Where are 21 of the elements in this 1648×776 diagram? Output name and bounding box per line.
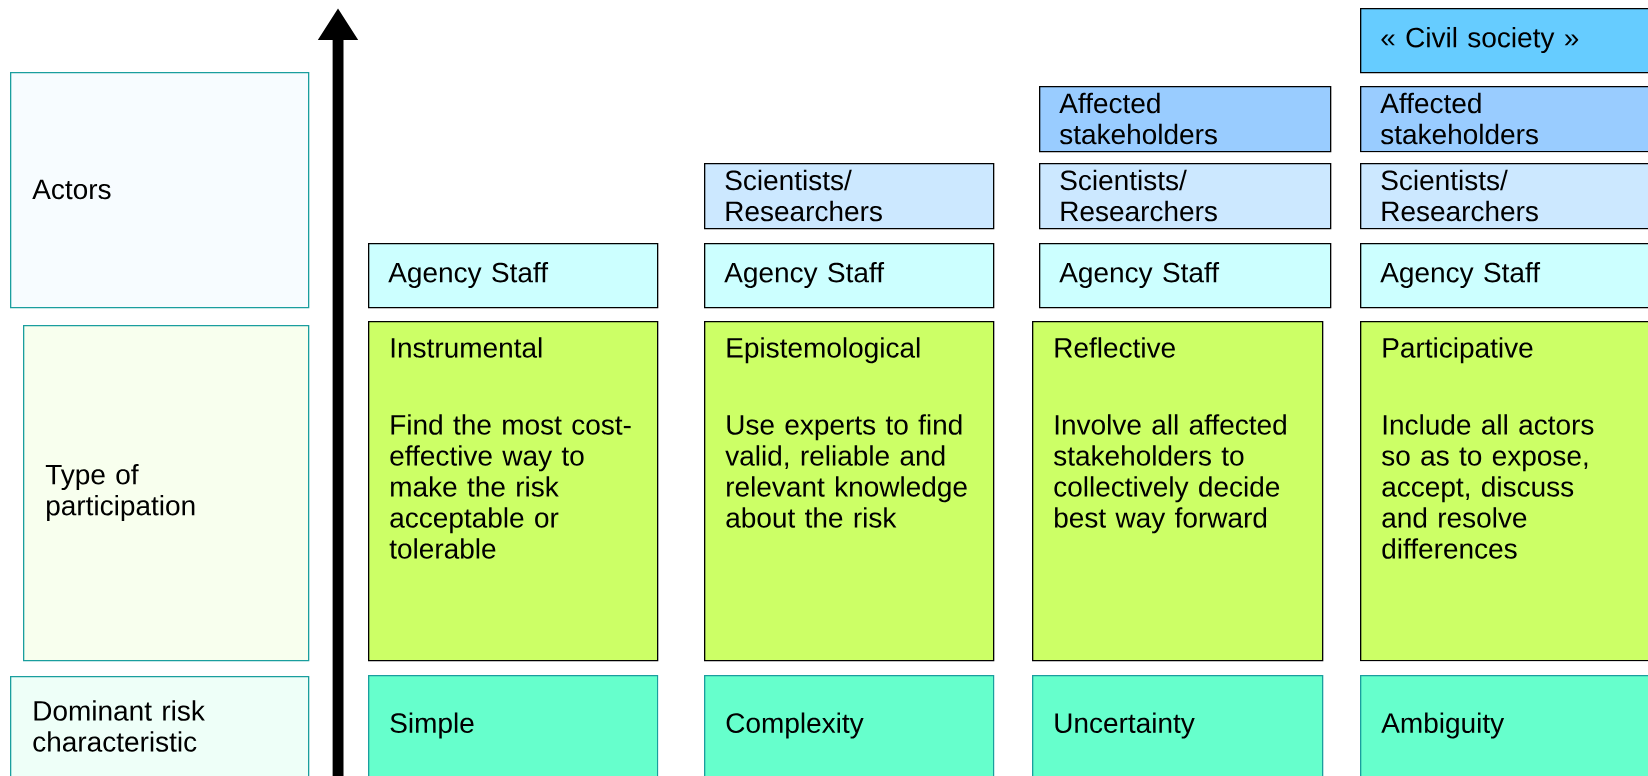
actor-box: Agency Staff <box>368 243 659 309</box>
risk-box: Ambiguity <box>1360 675 1648 776</box>
actor-box: Scientists/ Researchers <box>704 163 995 230</box>
risk-box: Uncertainty <box>1032 675 1324 776</box>
actor-box: « Civil society » <box>1360 8 1648 74</box>
actor-box: Scientists/ Researchers <box>1039 163 1332 230</box>
actor-box: Agency Staff <box>704 243 995 309</box>
row-header-box: Type of participation <box>23 325 310 662</box>
participation-box: Epistemological Use experts to find valid, reliable and relevant knowledge about the risk <box>704 321 995 662</box>
actor-box: Agency Staff <box>1039 243 1332 309</box>
participation-box: Instrumental Find the most cost-effective way to make the risk acceptable or tolerable <box>368 321 659 662</box>
risk-box: Complexity <box>704 675 995 776</box>
row-header-box: Actors <box>10 72 310 309</box>
actor-box: Scientists/ Researchers <box>1360 163 1648 230</box>
row-header-box: Dominant risk characteristic <box>10 676 310 776</box>
actor-box: Affected stakeholders <box>1360 86 1648 153</box>
participation-box: Reflective Involve all affected stakeholders to collectively decide best way forward <box>1032 321 1324 662</box>
actor-box: Affected stakeholders <box>1039 86 1332 153</box>
risk-box: Simple <box>368 675 659 776</box>
participation-box: Participative Include all actors so as to expose, accept, discuss and resolve differences <box>1360 321 1648 662</box>
actor-box: Agency Staff <box>1360 243 1648 309</box>
